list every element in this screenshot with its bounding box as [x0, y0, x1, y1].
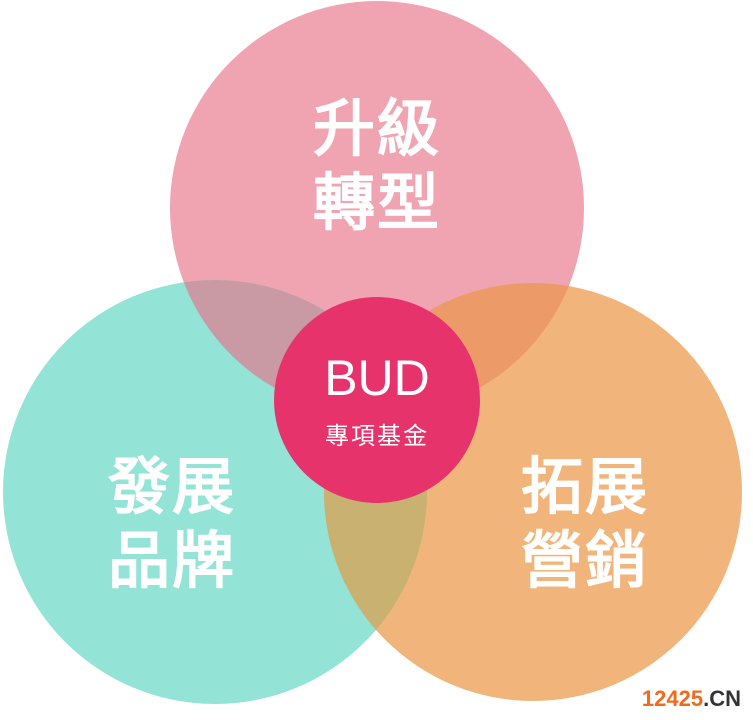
label-top-line1: 升級 [312, 92, 441, 165]
label-right: 拓展 營銷 [485, 450, 685, 598]
center-title: BUD [324, 350, 430, 406]
watermark: 12425.CN [642, 686, 741, 712]
label-left-line2: 品牌 [107, 524, 236, 597]
watermark-suffix: .CN [703, 686, 741, 711]
circle-center [274, 297, 480, 503]
label-top: 升級 轉型 [277, 92, 477, 240]
label-left: 發展 品牌 [72, 450, 272, 598]
label-top-line2: 轉型 [312, 166, 441, 239]
label-right-line1: 拓展 [520, 450, 649, 523]
center-subtitle: 專項基金 [325, 422, 429, 450]
watermark-number: 12425 [641, 686, 704, 711]
label-right-line2: 營銷 [520, 524, 649, 597]
label-left-line1: 發展 [107, 450, 236, 523]
